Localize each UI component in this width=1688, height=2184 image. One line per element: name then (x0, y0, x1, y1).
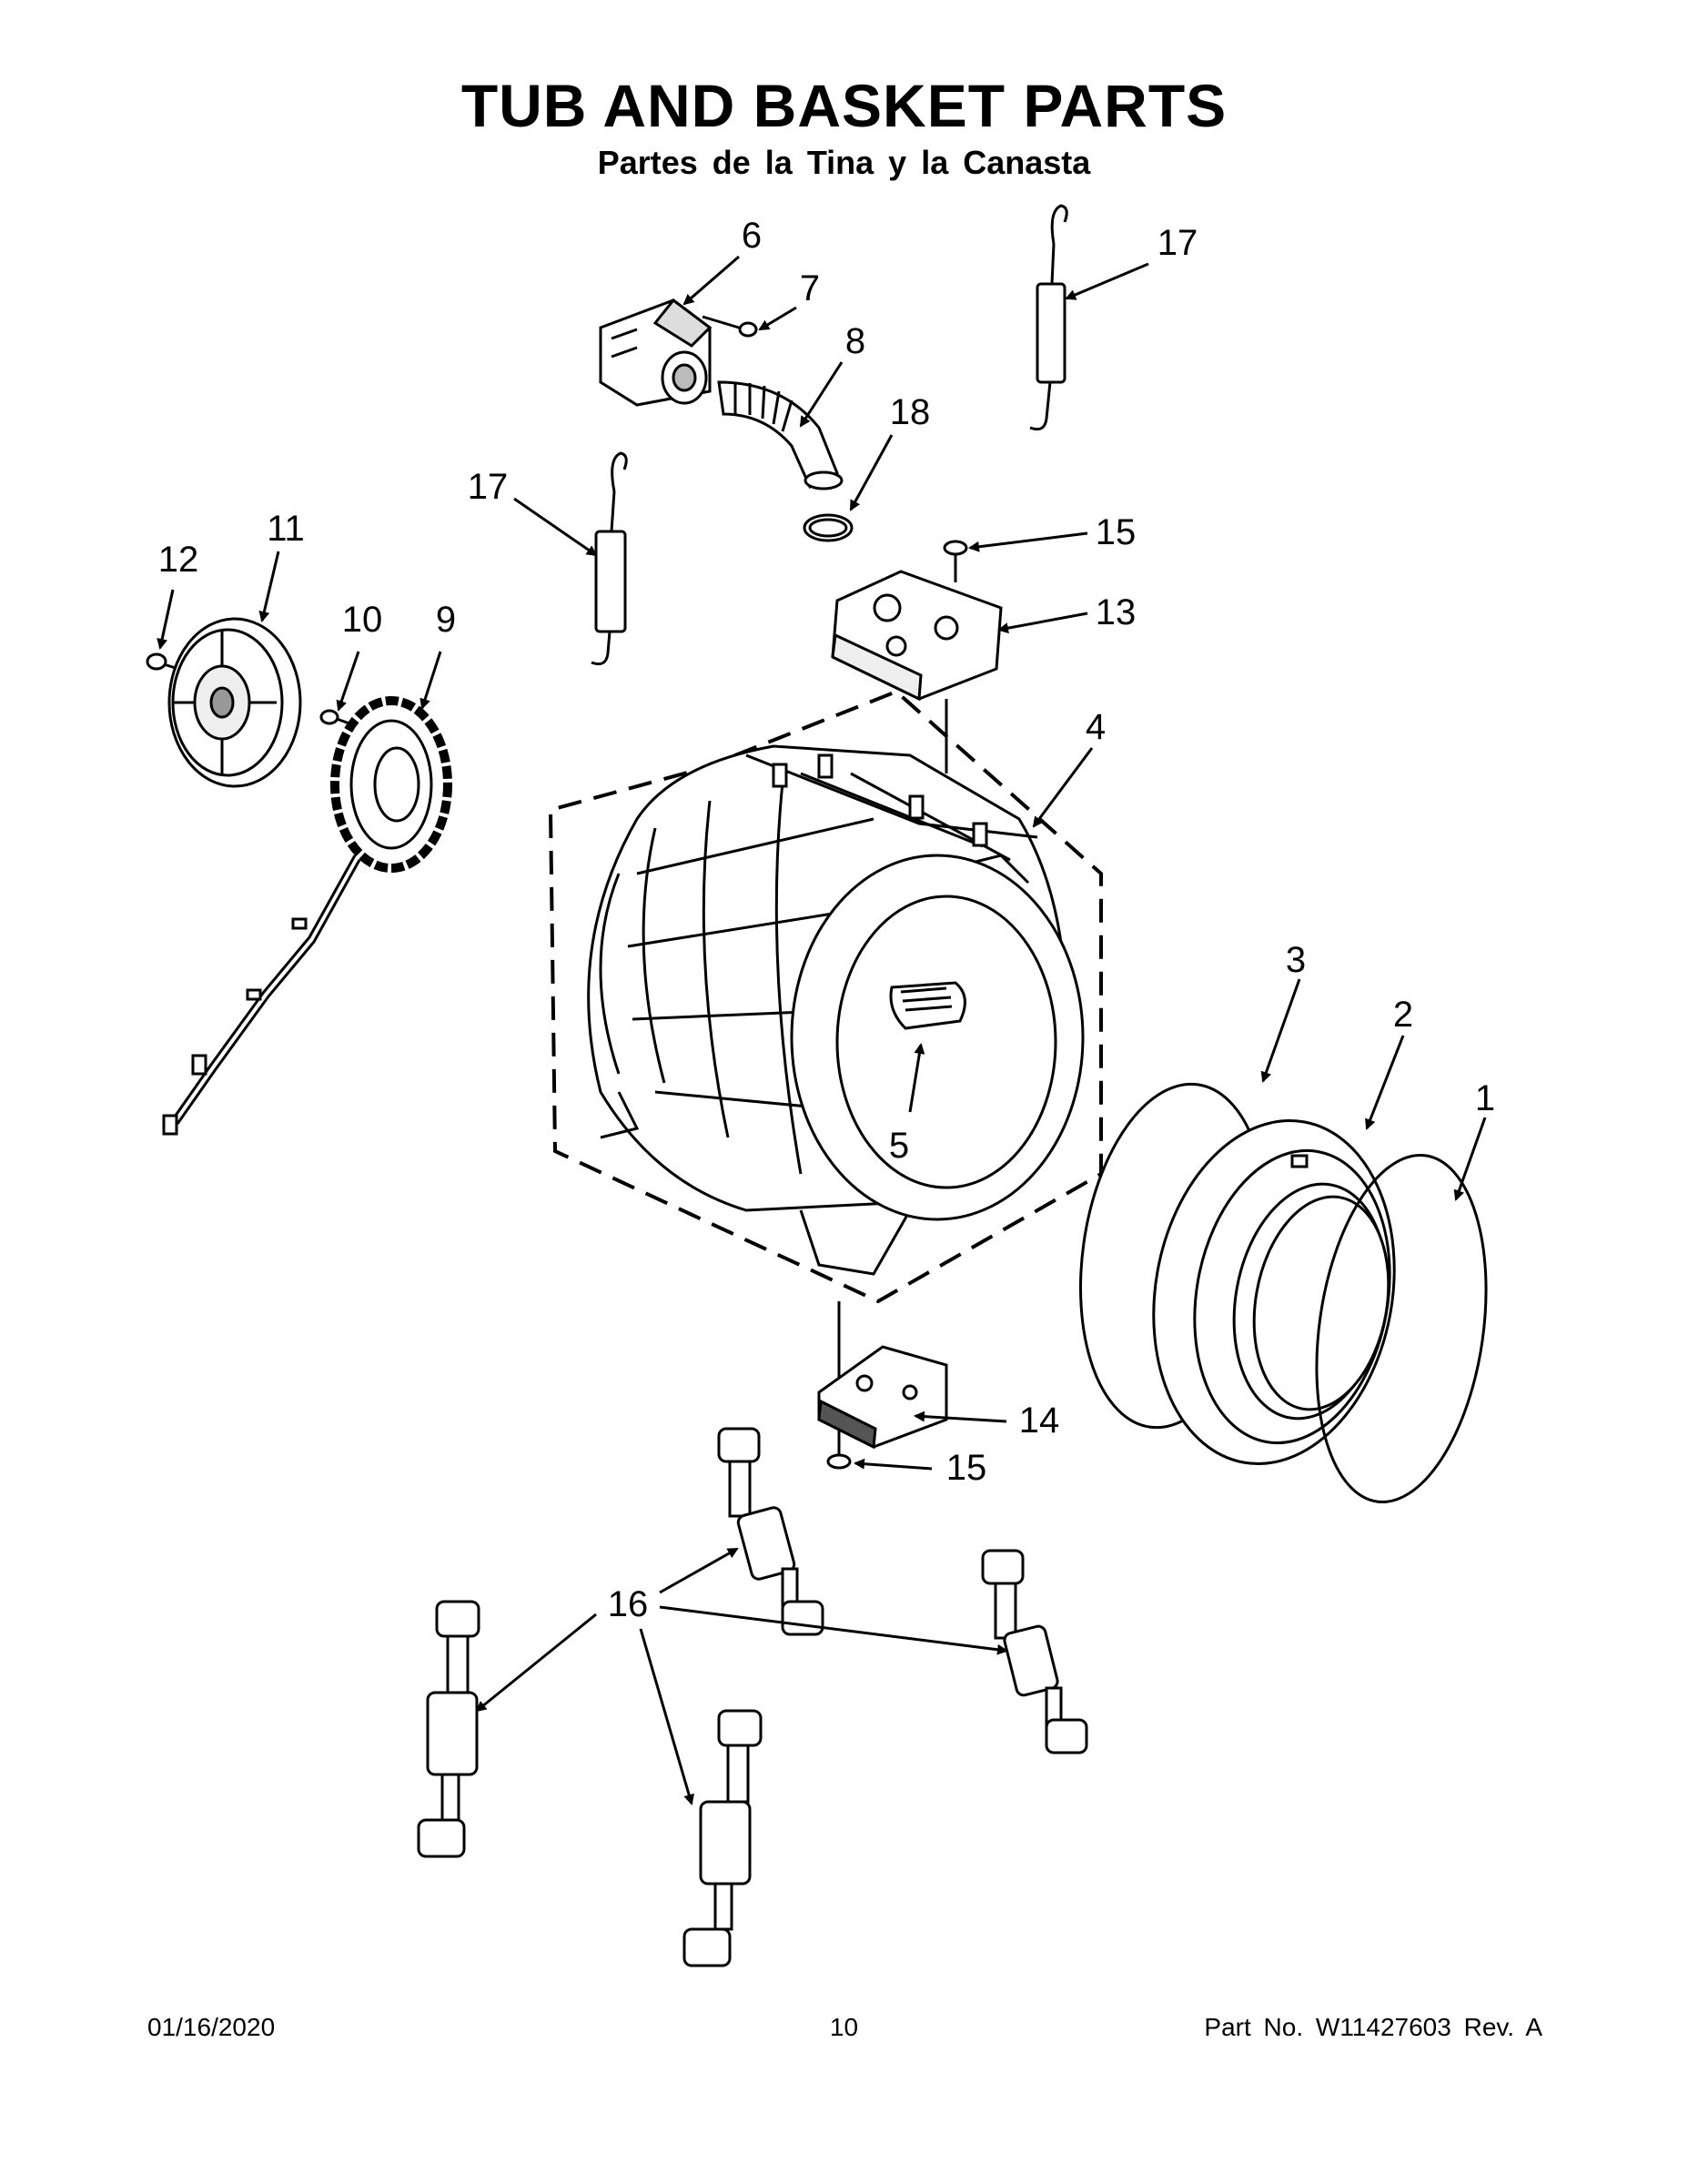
part-15-upper-drawing (943, 540, 968, 582)
part-17-left-drawing (591, 451, 628, 666)
page-subtitle: Partes de la Tina y la Canasta (597, 144, 1091, 181)
callout-17-right: 17 (1157, 223, 1198, 263)
callout-5: 5 (889, 1126, 909, 1166)
callout-18: 18 (890, 392, 931, 432)
footer-part-number: Part No. W11427603 Rev. A (1204, 2013, 1542, 2041)
callout-16: 16 (608, 1584, 649, 1624)
callout-12: 12 (158, 540, 199, 580)
callout-4: 4 (1086, 707, 1106, 747)
part-16-damper-3 (417, 1600, 480, 1858)
callout-9: 9 (436, 600, 456, 640)
callout-14: 14 (1019, 1400, 1060, 1441)
part-16-damper-4 (682, 1709, 763, 1967)
callout-13: 13 (1096, 592, 1137, 632)
callout-7: 7 (800, 268, 820, 308)
footer-page-number: 10 (829, 2013, 859, 2041)
part-8-drawing (717, 380, 844, 490)
part-9-drawing (162, 696, 452, 1136)
page-title: TUB AND BASKET PARTS (460, 72, 1228, 139)
callout-15-upper: 15 (1096, 512, 1137, 552)
part-6-drawing (599, 298, 713, 407)
part-2-drawing (1152, 1119, 1396, 1465)
footer-date: 01/16/2020 (147, 2013, 276, 2041)
part-7-drawing (702, 315, 758, 338)
part-4-drawing (587, 744, 1085, 1276)
part-12-drawing (146, 652, 179, 671)
part-14-drawing (817, 1301, 948, 1450)
part-13-drawing (831, 570, 1003, 774)
callout-2: 2 (1393, 995, 1413, 1035)
part-10-drawing (319, 709, 350, 725)
part-1-drawing (1315, 1153, 1488, 1504)
part-17-right-drawing (1029, 204, 1068, 431)
callout-3: 3 (1286, 940, 1306, 980)
callout-17-left: 17 (468, 467, 509, 507)
callout-11: 11 (267, 509, 305, 549)
callout-15-lower: 15 (946, 1448, 987, 1488)
callout-1: 1 (1475, 1078, 1495, 1118)
part-15-lower-drawing (826, 1431, 852, 1470)
leader-lines (157, 255, 1487, 1805)
part-4-boundary (548, 689, 1103, 1304)
part-5-drawing (889, 981, 966, 1030)
part-16-damper-1 (717, 1427, 824, 1636)
callout-10: 10 (342, 600, 383, 640)
callout-6: 6 (742, 216, 762, 256)
part-18-drawing (803, 513, 854, 542)
part-11-drawing (167, 617, 302, 788)
callout-8: 8 (845, 321, 865, 361)
part-16-damper-2 (981, 1549, 1088, 1754)
